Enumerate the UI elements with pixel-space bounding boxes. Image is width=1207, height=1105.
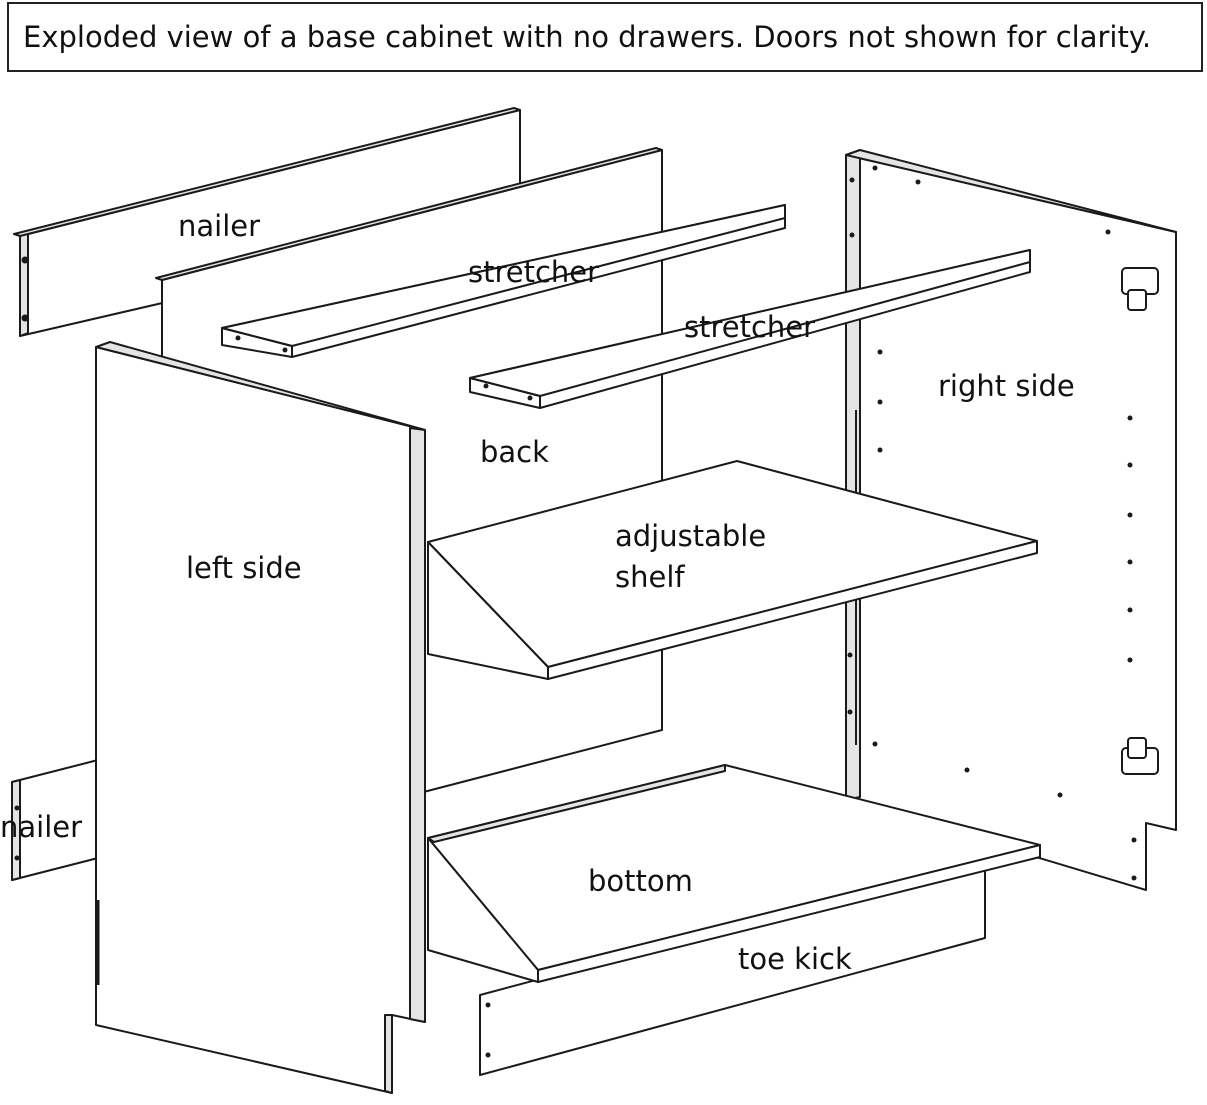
label-left-side: left side [186,551,302,585]
label-stretcher-front: stretcher [684,310,816,344]
label-right-side: right side [938,369,1075,403]
label-adjustable-shelf: adjustable shelf [615,516,766,598]
left-side-panel-part [95,341,426,1094]
label-toe-kick: toe kick [738,942,852,976]
label-nailer-bottom: nailer [0,810,83,844]
caption-text: Exploded view of a base cabinet with no … [23,20,1152,54]
back-stretcher-part [221,204,786,358]
top-nailer-part [13,107,521,337]
label-adjustable-shelf-line1: adjustable [615,519,767,553]
bottom-panel-part [427,764,1041,1076]
bottom-nailer-part [11,759,99,881]
label-bottom: bottom [588,864,693,898]
label-stretcher-back: stretcher [468,255,600,289]
label-back: back [480,435,549,469]
label-nailer-top: nailer [178,209,261,243]
caption-box: Exploded view of a base cabinet with no … [7,2,1203,72]
label-adjustable-shelf-line2: shelf [615,560,685,594]
front-stretcher-part [469,249,1031,409]
adjustable-shelf-part [427,460,1038,680]
